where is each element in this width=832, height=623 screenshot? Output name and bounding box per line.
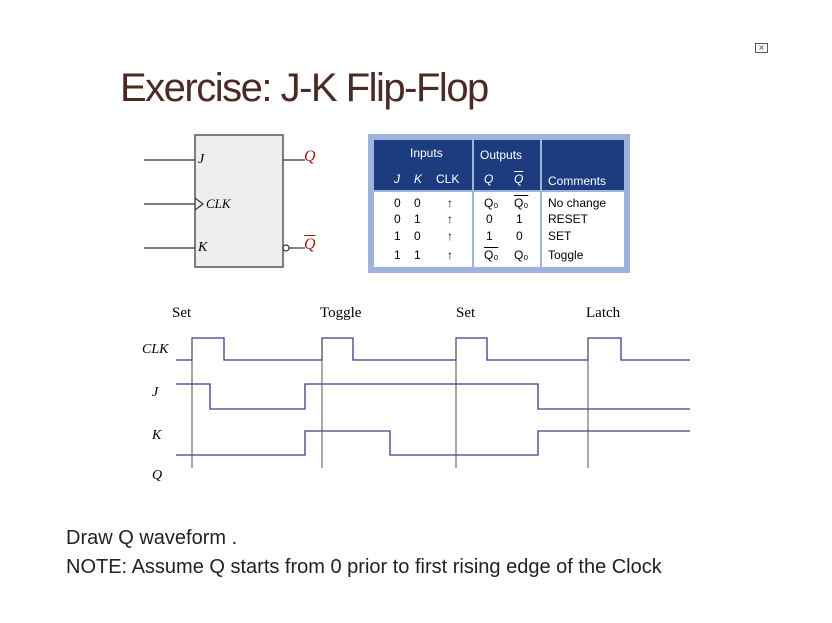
instruction-line-1: Draw Q waveform .	[66, 527, 238, 549]
pin-clk-label: CLK	[206, 196, 231, 211]
tt-comment: Toggle	[548, 248, 584, 262]
col-clk-header: CLK	[436, 172, 460, 186]
tt-cell: Q₀	[484, 248, 499, 262]
inputs-group-label: Inputs	[410, 146, 443, 160]
phase-label-latch: Latch	[586, 305, 621, 321]
truth-table-header-comments: Comments	[542, 140, 624, 190]
tt-cell: 1	[414, 212, 421, 226]
tt-cell: 0	[414, 196, 421, 210]
up-arrow-icon: ↑	[447, 196, 453, 210]
signal-label-clk: CLK	[142, 342, 169, 357]
tt-cell: 0	[414, 229, 421, 243]
slide-title: Exercise: J-K Flip-Flop	[120, 66, 489, 110]
truth-table-body-comments: No change RESET SET Toggle	[542, 192, 624, 267]
tt-cell: Q₀	[484, 196, 499, 210]
signal-label-j: J	[152, 385, 159, 400]
up-arrow-icon: ↑	[447, 212, 453, 226]
up-arrow-icon: ↑	[447, 248, 453, 262]
phase-label-set-2: Set	[456, 305, 476, 321]
tt-cell: Q₀	[514, 196, 529, 210]
flipflop-body	[194, 134, 284, 268]
close-box-icon[interactable]: ×	[755, 43, 768, 53]
signal-label-k: K	[152, 428, 162, 443]
tt-cell: 0	[394, 212, 401, 226]
output-q-label: Q	[304, 148, 316, 165]
outputs-group-label: Outputs	[480, 148, 523, 162]
clk-waveform	[176, 337, 690, 361]
tt-comment: RESET	[548, 212, 589, 226]
tt-comment: SET	[548, 229, 572, 243]
output-qbar-label: Q	[304, 236, 316, 253]
tt-cell: 1	[516, 212, 523, 226]
phase-label-toggle: Toggle	[320, 305, 362, 321]
col-qbar-header: Q	[514, 172, 524, 186]
tt-cell: 0	[394, 196, 401, 210]
jk-flipflop-symbol	[144, 134, 305, 268]
col-k-header: K	[414, 172, 423, 186]
tt-cell: 1	[414, 248, 421, 262]
tt-cell: 1	[394, 229, 401, 243]
j-waveform	[176, 383, 690, 410]
tt-cell: 0	[516, 229, 523, 243]
instruction-line-2: NOTE: Assume Q starts from 0 prior to fi…	[66, 556, 662, 578]
col-comments-header: Comments	[548, 174, 607, 188]
phase-label-set-1: Set	[172, 305, 192, 321]
tt-cell: 0	[486, 212, 493, 226]
tt-cell: 1	[394, 248, 401, 262]
up-arrow-icon: ↑	[447, 229, 453, 243]
tt-comment: No change	[548, 196, 607, 210]
col-q-header: Q	[484, 172, 494, 186]
truth-table-header-inputs-outputs: Inputs Outputs J K CLK Q Q	[374, 140, 540, 190]
truth-table: Inputs Outputs J K CLK Q Q Comments 0 0 …	[368, 134, 630, 273]
signal-label-q: Q	[152, 468, 163, 483]
tt-cell: Q₀	[514, 248, 529, 262]
pin-j-label: J	[198, 152, 205, 167]
k-waveform	[176, 430, 690, 456]
tt-cell: 1	[486, 229, 493, 243]
truth-table-body-values: 0 0 ↑ Q₀ Q₀ 0 1 ↑ 0 1 1 0 ↑ 1 0 1 1 ↑ Q₀…	[374, 192, 540, 267]
col-j-header: J	[394, 172, 400, 186]
clock-triangle-icon	[194, 197, 204, 211]
pin-k-label: K	[198, 240, 208, 255]
